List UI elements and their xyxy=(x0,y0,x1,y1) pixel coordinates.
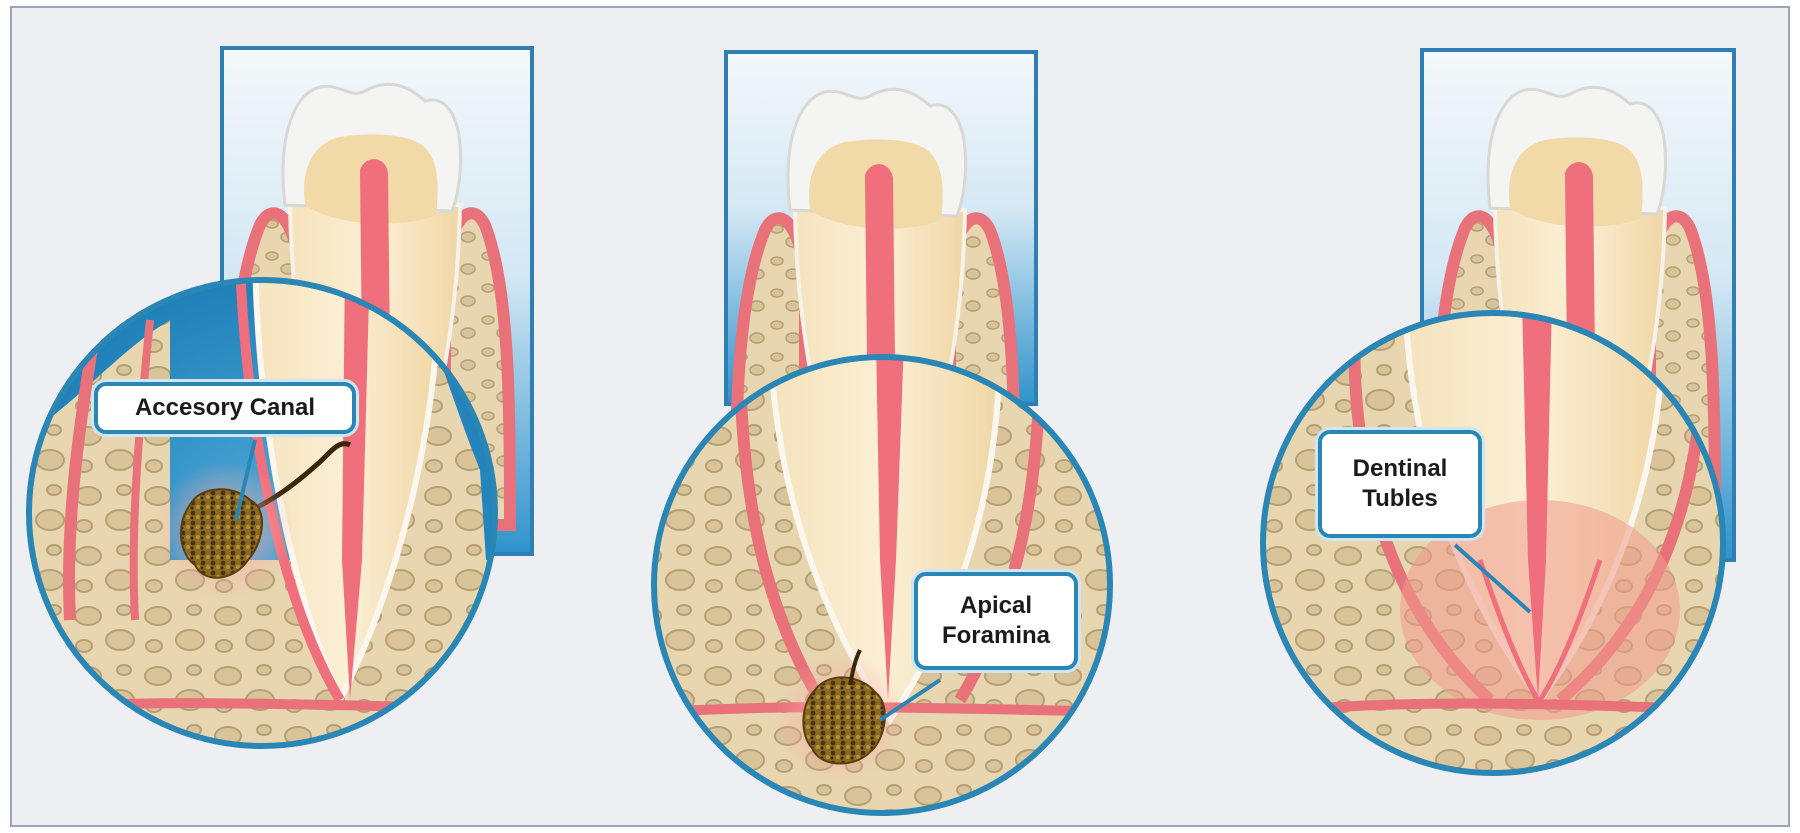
panel-dentinal-tubules xyxy=(1250,50,1750,800)
label-accessory-canal: Accesory Canal xyxy=(94,382,356,434)
label-dentinal-tubules: Dentinal Tubles xyxy=(1318,430,1482,538)
panel-apical-foramina xyxy=(640,52,1140,833)
label-apical-foramina: Apical Foramina xyxy=(914,572,1078,670)
